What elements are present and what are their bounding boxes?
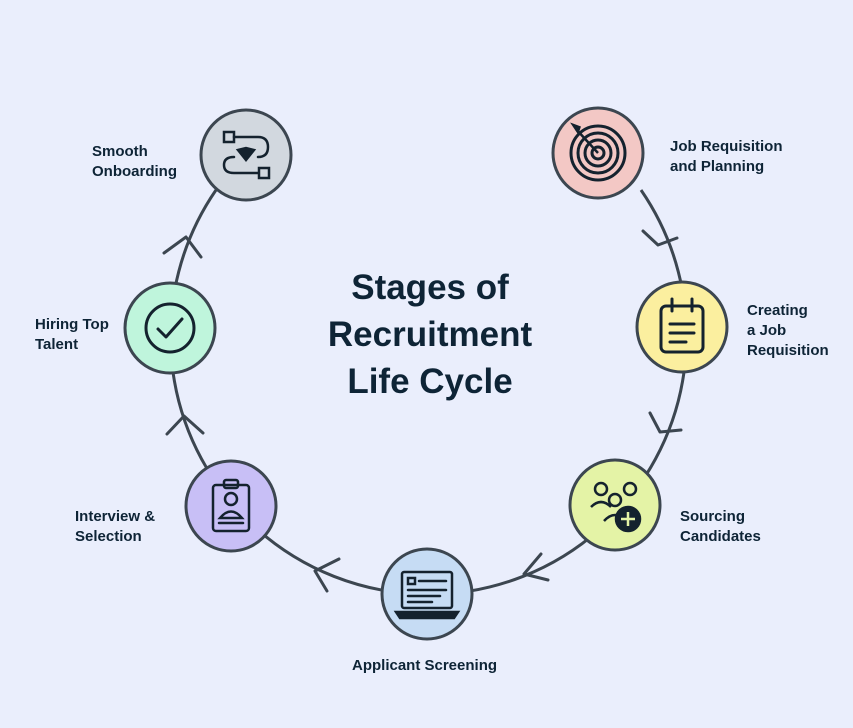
arrow-chevron bbox=[162, 235, 203, 259]
arrow-chevron bbox=[648, 411, 683, 434]
workflow-icon bbox=[222, 130, 271, 180]
label-line: Interview & bbox=[75, 508, 156, 525]
stage-hiring-top-talent bbox=[123, 281, 217, 375]
stage-job-requisition bbox=[551, 106, 645, 200]
label-interview-selection: Interview & Selection bbox=[75, 507, 155, 547]
label-applicant-screening: Applicant Screening bbox=[352, 656, 497, 676]
label-sourcing-candidates: Sourcing Candidates bbox=[680, 507, 761, 547]
label-line: Selection bbox=[75, 528, 142, 545]
clipboard-icon bbox=[659, 297, 705, 354]
stage-creating-job-requisition bbox=[635, 280, 729, 374]
label-hiring-top-talent: Hiring Top Talent bbox=[35, 315, 109, 355]
diagram-title: Stages of Recruitment Life Cycle bbox=[250, 264, 610, 405]
title-line: Stages of bbox=[351, 268, 509, 307]
arrow-chevron bbox=[165, 414, 205, 436]
label-line: Requisition bbox=[747, 342, 829, 359]
label-creating-job-requisition: Creating a Job Requisition bbox=[747, 301, 829, 361]
arrow-chevron bbox=[522, 552, 550, 582]
label-line: Applicant Screening bbox=[352, 657, 498, 674]
stage-interview-selection bbox=[184, 459, 278, 553]
users-add-icon bbox=[590, 481, 642, 533]
label-line: Onboarding bbox=[92, 163, 177, 180]
label-line: Job Requisition bbox=[670, 138, 783, 155]
arrow-chevron bbox=[313, 557, 341, 593]
arrow-chevron bbox=[641, 229, 679, 247]
laptop-screen-icon bbox=[393, 570, 461, 620]
stage-smooth-onboarding bbox=[199, 108, 293, 202]
label-line: Candidates bbox=[680, 528, 761, 545]
title-line: Recruitment bbox=[327, 315, 533, 354]
label-line: and Planning bbox=[670, 158, 765, 175]
label-smooth-onboarding: Smooth Onboarding bbox=[92, 142, 177, 182]
title-line: Life Cycle bbox=[347, 362, 513, 401]
label-line: Hiring Top bbox=[35, 316, 109, 333]
check-circle-icon bbox=[144, 302, 196, 354]
label-line: a Job bbox=[747, 322, 787, 339]
id-badge-icon bbox=[211, 478, 251, 533]
stage-sourcing-candidates bbox=[568, 458, 662, 552]
label-line: Sourcing bbox=[680, 508, 746, 525]
label-line: Creating bbox=[747, 302, 808, 319]
stage-applicant-screening bbox=[380, 547, 474, 641]
label-job-requisition: Job Requisition and Planning bbox=[670, 137, 783, 177]
target-icon bbox=[569, 122, 627, 182]
label-line: Smooth bbox=[92, 143, 148, 160]
label-line: Talent bbox=[35, 336, 79, 353]
